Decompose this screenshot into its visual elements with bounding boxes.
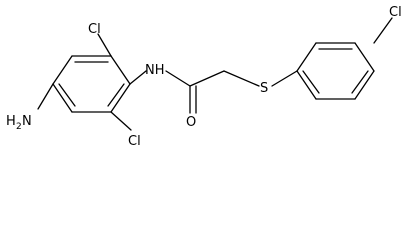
bond-ring1-c6-c1 xyxy=(110,83,131,113)
bond-ring1-c1-c2 xyxy=(110,55,131,85)
bond-ring2-double-b xyxy=(351,70,369,94)
bond-c-nh2 xyxy=(37,83,54,110)
amine-label: H 2 N xyxy=(6,114,32,132)
chlorine-top-label: Cl xyxy=(88,22,101,37)
chemical-structure-diagram: Cl NH H 2 N Cl O S Cl xyxy=(6,5,402,149)
bond-ring1-c4-c5 xyxy=(52,83,73,113)
bond-s-ring xyxy=(271,70,298,87)
amine-n-label: N xyxy=(22,114,32,129)
chlorine-right-label: Cl xyxy=(389,5,402,20)
bond-carbonyl-ch2 xyxy=(189,70,225,87)
bond-ring2-c6-c1 xyxy=(296,70,317,100)
sulfur-label: S xyxy=(260,81,268,96)
amine-subscript-label: 2 xyxy=(16,122,22,132)
bond-ch2-s xyxy=(223,70,260,87)
bond-ring2-c3-c4 xyxy=(354,42,375,72)
bond-ring1-double-c xyxy=(107,83,125,107)
amine-h-label: H xyxy=(6,114,16,129)
bond-c-cl-top xyxy=(97,33,112,57)
bond-ring1-c3-c4 xyxy=(52,55,73,85)
chlorine-bottom-label: Cl xyxy=(128,134,141,149)
aniline-ring xyxy=(52,55,131,113)
bond-ring2-c4-c5 xyxy=(354,70,375,100)
nh-label: NH xyxy=(145,63,165,78)
bond-c-cl-bottom xyxy=(110,111,132,131)
bond-ring2-cl xyxy=(373,17,393,44)
oxygen-label: O xyxy=(186,115,196,130)
bond-nh-carbonyl xyxy=(165,70,191,87)
bond-c-nh xyxy=(129,70,147,85)
bond-ring2-c1-c2 xyxy=(296,42,317,72)
chlorophenyl-ring xyxy=(296,42,375,100)
bond-ring2-double-c xyxy=(302,70,320,94)
bond-ring1-double-b xyxy=(58,83,76,107)
